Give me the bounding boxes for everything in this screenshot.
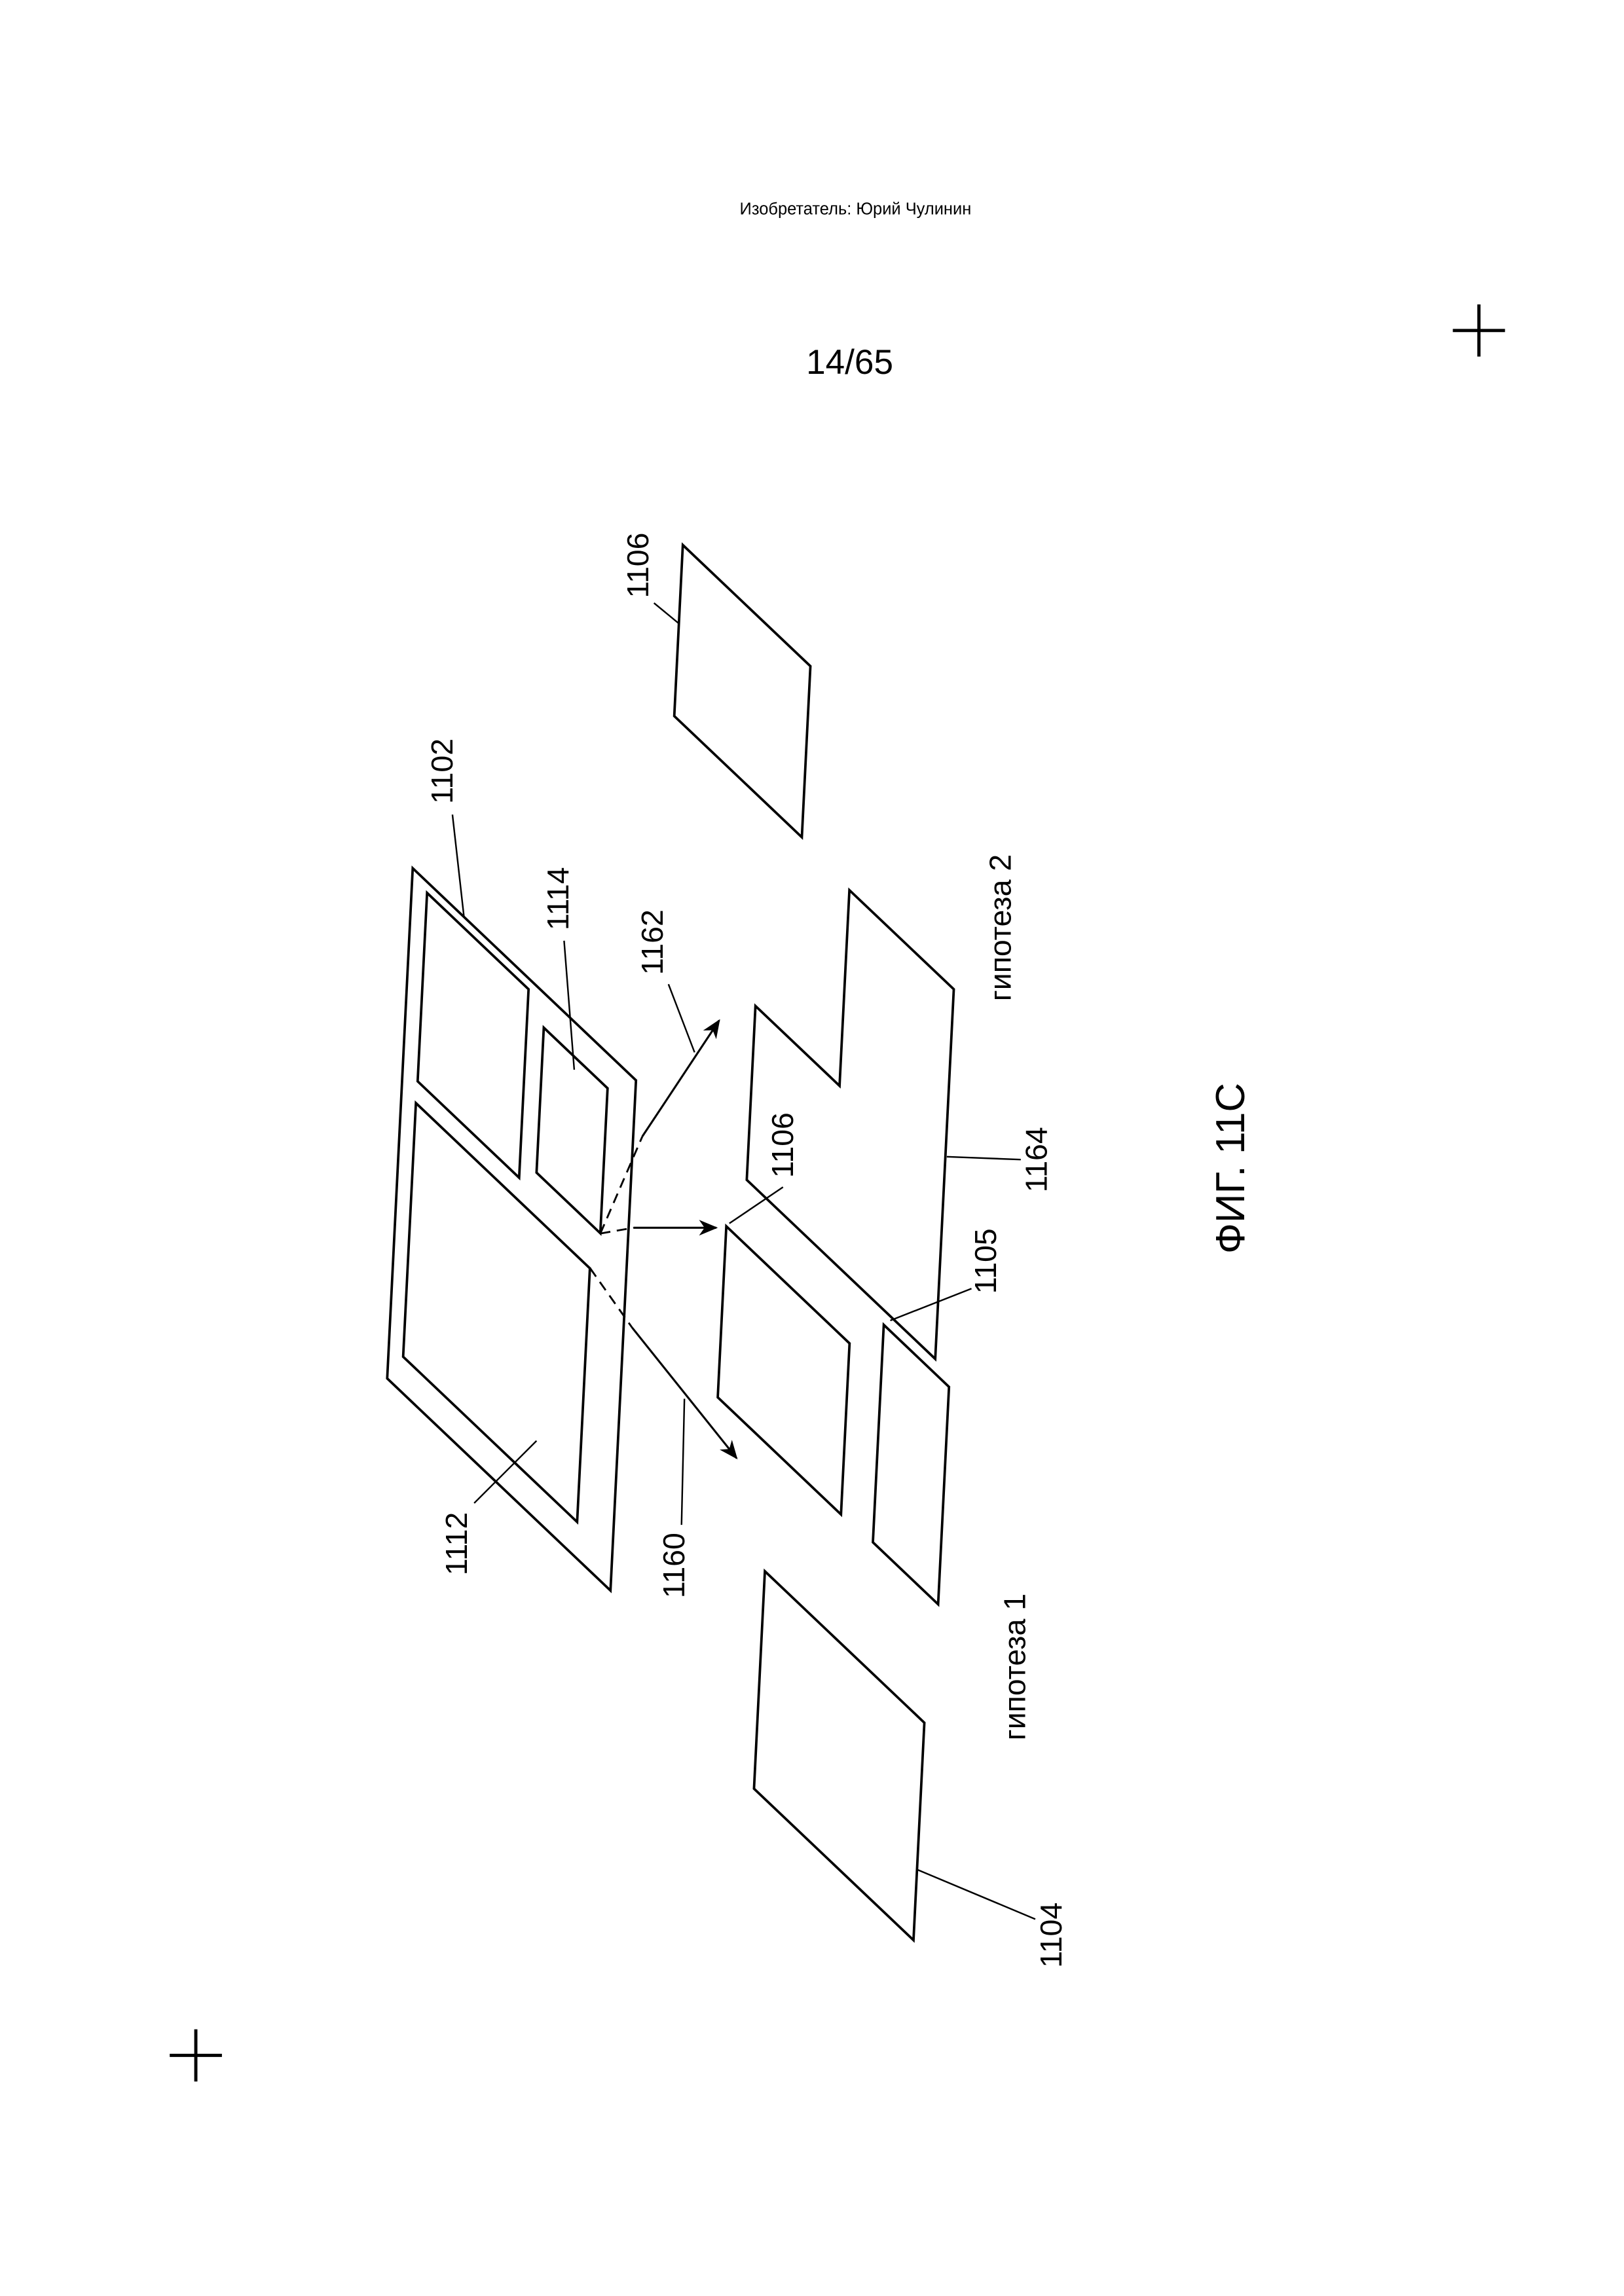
- projection-dashed-line: [589, 1267, 633, 1328]
- registration-cross-icon: [170, 2029, 222, 2082]
- page-number: 14/65: [806, 343, 893, 382]
- label-1160: 1160: [657, 1533, 691, 1598]
- leader-1104: [917, 1868, 1036, 1920]
- leader-1162: [667, 983, 695, 1053]
- shape-1104-parallelogram: [752, 1568, 926, 1943]
- block-1114-rect: [535, 1025, 609, 1236]
- figure-caption: ФИГ. 11C: [1208, 1083, 1253, 1254]
- leader-1112: [473, 1440, 538, 1504]
- block-inner-secondary-rect: [416, 890, 530, 1181]
- shape-1106-top-parallelogram: [673, 542, 812, 841]
- label-1105: 1105: [969, 1228, 1003, 1294]
- leader-1164: [946, 1156, 1021, 1161]
- label-hypothesis-2: гипотеза 2: [983, 854, 1017, 1001]
- shape-1106-mid-parallelogram: [716, 1223, 851, 1518]
- label-1106-mid: 1106: [766, 1112, 800, 1178]
- block-1102-outline: [386, 866, 638, 1594]
- label-1162: 1162: [635, 909, 669, 975]
- inventor-line: Изобретатель: Юрий Чулинин: [740, 200, 972, 219]
- leader-1105: [890, 1288, 972, 1322]
- leader-1102: [451, 814, 465, 918]
- registration-cross-icon: [1452, 304, 1505, 357]
- label-1102: 1102: [425, 738, 459, 804]
- leader-1106-mid: [729, 1186, 784, 1224]
- label-1104: 1104: [1034, 1903, 1068, 1968]
- projection-dashed-line: [600, 1226, 634, 1235]
- label-hypothesis-1: гипотеза 1: [997, 1594, 1031, 1740]
- label-1164: 1164: [1020, 1127, 1054, 1192]
- block-1112-rect: [401, 1100, 591, 1525]
- arrow-1162: [641, 1019, 720, 1137]
- shape-1105-parallelogram: [872, 1322, 951, 1607]
- label-1112: 1112: [439, 1512, 473, 1576]
- leader-1106-top: [653, 602, 680, 624]
- projection-dashed-line: [599, 1136, 644, 1234]
- label-1106-top: 1106: [621, 532, 655, 598]
- figure-11c-group: 1106 1102 1114 1162 гипотеза 2 1106 1164…: [386, 532, 1253, 1968]
- leader-1160: [680, 1398, 686, 1525]
- shape-1164-notched: [745, 887, 955, 1362]
- label-1114: 1114: [541, 867, 575, 930]
- leader-1114: [563, 940, 576, 1070]
- arrow-1160: [631, 1327, 738, 1460]
